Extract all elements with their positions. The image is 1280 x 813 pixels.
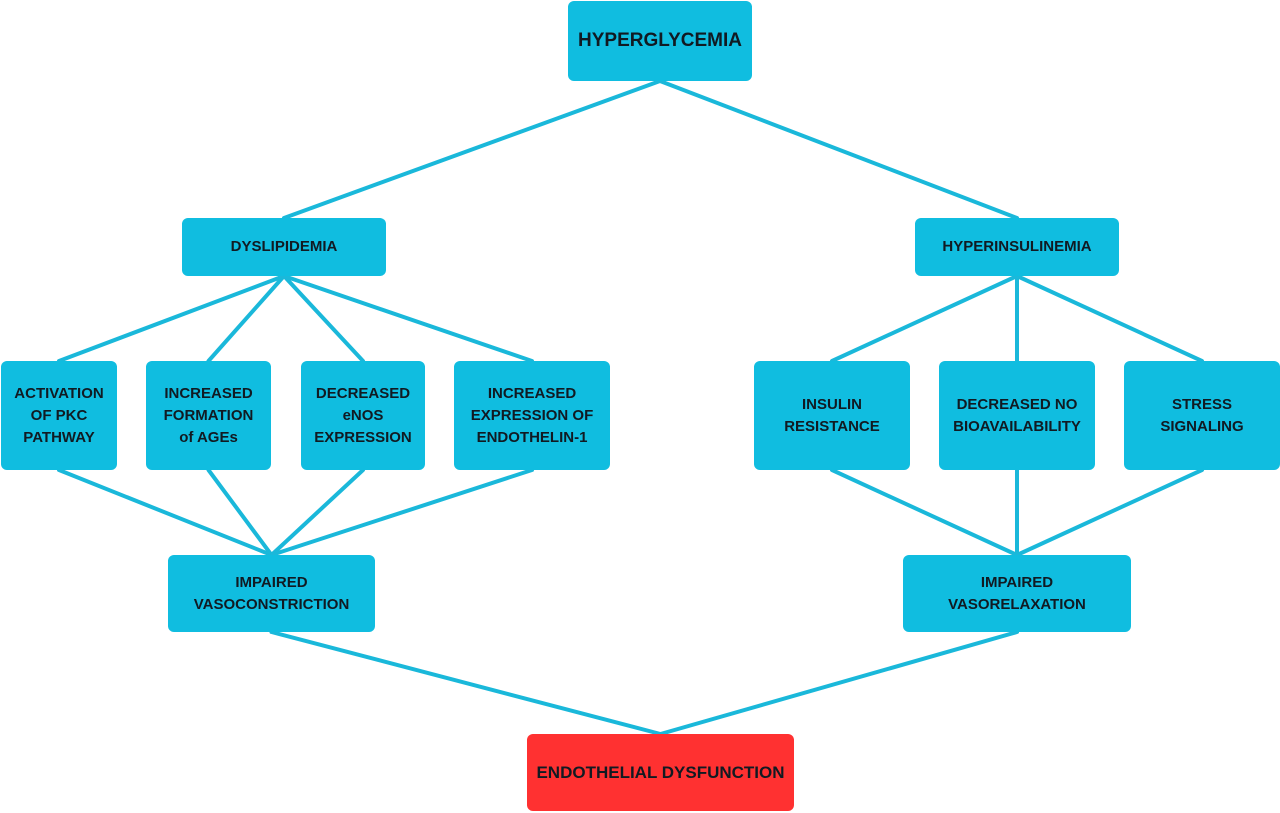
- node-label: HYPERINSULINEMIA: [942, 238, 1092, 255]
- node-label: HYPERGLYCEMIA: [578, 30, 742, 51]
- node-hyperglycemia: HYPERGLYCEMIA: [568, 1, 752, 81]
- edge-hyperinsulinemia-to-stress: [1015, 274, 1204, 363]
- node-impaired-vasorelaxation: IMPAIRED VASORELAXATION: [903, 555, 1131, 632]
- node-stress-signaling: STRESS SIGNALING: [1124, 361, 1280, 470]
- node-label: STRESS SIGNALING: [1160, 395, 1244, 435]
- edge-ages-to-vasoconstriction: [206, 468, 274, 557]
- node-impaired-vasoconstriction: IMPAIRED VASOCONSTRICTION: [168, 555, 375, 632]
- node-label: IMPAIRED VASORELAXATION: [948, 573, 1086, 613]
- edge-hyperglycemia-to-hyperinsulinemia: [658, 79, 1019, 220]
- node-insulin-resistance: INSULIN RESISTANCE: [754, 361, 910, 470]
- edge-hyperglycemia-to-dyslipidemia: [282, 79, 662, 220]
- edge-pkc-to-vasoconstriction: [57, 468, 274, 557]
- edge-dyslipidemia-to-pkc: [57, 274, 286, 363]
- node-increased-formation-of-ages: INCREASED FORMATION of AGEs: [146, 361, 271, 470]
- edge-vasorelaxation-to-endothelial: [658, 630, 1019, 736]
- edge-enos-to-vasoconstriction: [269, 468, 365, 557]
- edge-vasoconstriction-to-endothelial: [269, 630, 663, 736]
- node-label: ACTIVATION OF PKC PATHWAY: [14, 384, 104, 446]
- node-label: DYSLIPIDEMIA: [230, 238, 338, 255]
- node-decreased-enos-expression: DECREASED eNOS EXPRESSION: [301, 361, 425, 470]
- node-label: DECREASED eNOS EXPRESSION: [314, 384, 412, 446]
- node-label: INCREASED EXPRESSION OF ENDOTHELIN-1: [470, 384, 594, 446]
- node-label: DECREASED NO BIOAVAILABILITY: [953, 395, 1081, 435]
- edge-endothelin-to-vasoconstriction: [269, 468, 534, 557]
- edge-dyslipidemia-to-enos: [282, 274, 365, 363]
- edge-insulin-to-vasorelaxation: [830, 468, 1019, 557]
- node-endothelial-dysfunction: ENDOTHELIAL DYSFUNCTION: [527, 734, 794, 811]
- node-activation-of-pkc-pathway: ACTIVATION OF PKC PATHWAY: [1, 361, 117, 470]
- node-decreased-no-bioavailability: DECREASED NO BIOAVAILABILITY: [939, 361, 1095, 470]
- edge-dyslipidemia-to-ages: [206, 274, 286, 363]
- node-hyperinsulinemia: HYPERINSULINEMIA: [915, 218, 1119, 276]
- node-label: ENDOTHELIAL DYSFUNCTION: [536, 762, 785, 782]
- edge-dyslipidemia-to-endothelin: [282, 274, 534, 363]
- node-label: INCREASED FORMATION of AGEs: [163, 384, 254, 446]
- node-increased-expression-of-endothelin-1: INCREASED EXPRESSION OF ENDOTHELIN-1: [454, 361, 610, 470]
- node-label: INSULIN RESISTANCE: [784, 395, 880, 435]
- node-dyslipidemia: DYSLIPIDEMIA: [182, 218, 386, 276]
- node-label: IMPAIRED VASOCONSTRICTION: [193, 573, 350, 613]
- edge-stress-to-vasorelaxation: [1015, 468, 1204, 557]
- edge-hyperinsulinemia-to-insulin: [830, 274, 1019, 363]
